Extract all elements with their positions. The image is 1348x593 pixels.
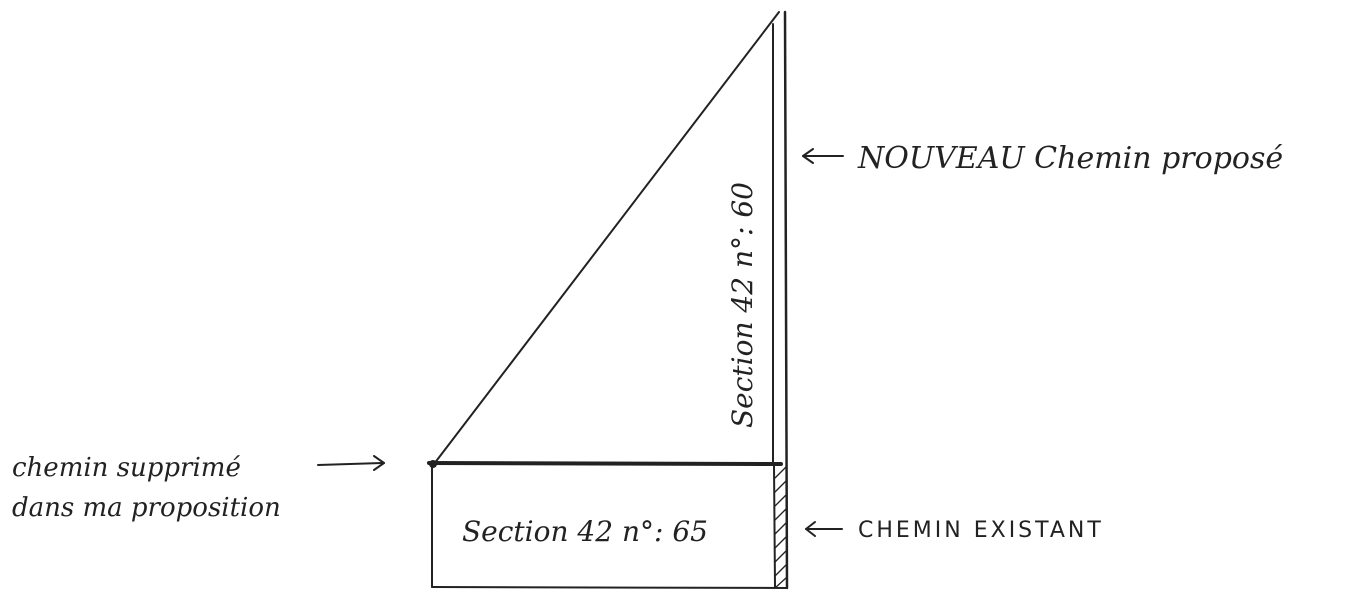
- new-path-annotation: NOUVEAU Chemin proposé: [857, 141, 1283, 176]
- rectangle-bottom-edge: [431, 586, 787, 589]
- removed-path-arrow-icon: [317, 455, 385, 471]
- section-65-label: Section 42 n°: 65: [462, 515, 708, 548]
- existing-path-hatching: [774, 466, 787, 589]
- existing-path-arrow-icon: [805, 521, 843, 537]
- existing-path-left-line: [773, 464, 776, 588]
- new-path-arrow-icon: [802, 148, 844, 164]
- removed-path-annotation-line1: chemin supprimé: [12, 453, 241, 483]
- existing-path-annotation: CHEMIN EXISTANT: [858, 518, 1104, 543]
- section-60-label: Section 42 n°: 60: [726, 182, 759, 428]
- removed-path-annotation-line2: dans ma proposition: [12, 493, 281, 523]
- triangle-diagonal-line: [433, 11, 780, 465]
- new-path-right-line: [783, 10, 789, 590]
- removed-path-line: [427, 461, 783, 466]
